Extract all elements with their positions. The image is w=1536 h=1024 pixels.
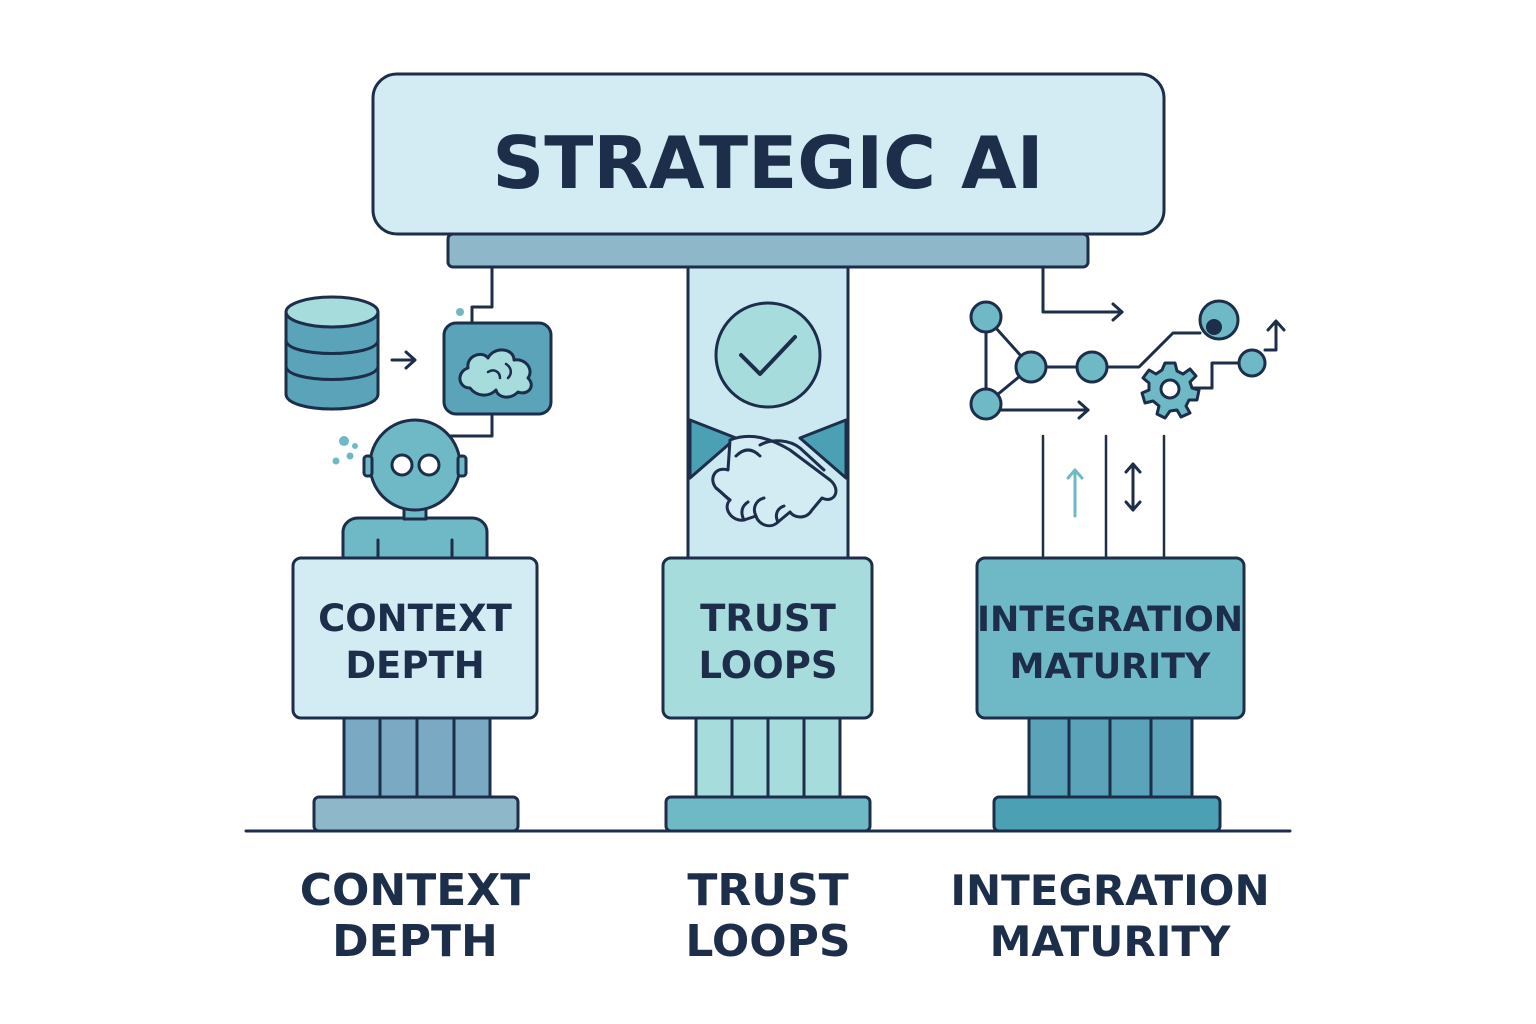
sign-integration-maturity	[975, 556, 1246, 720]
robot-icon	[341, 418, 489, 562]
check-circle-icon	[714, 301, 822, 409]
pillar-context-depth: CONTEXT DEPTH	[291, 556, 539, 833]
sign-context-depth	[291, 556, 539, 720]
sign-integration-maturity-line2: MATURITY	[1010, 647, 1211, 687]
database-icon	[284, 295, 380, 411]
sign-integration-maturity-line1: INTEGRATION	[977, 600, 1243, 640]
sign-context-depth-line2: DEPTH	[345, 644, 484, 687]
caption-trust-loops-line1: TRUST	[687, 865, 848, 916]
arrow-right-icon	[390, 350, 417, 370]
pillar-integration-maturity: INTEGRATION MATURITY	[975, 556, 1246, 833]
sparkle-dots	[332, 308, 464, 465]
arrow-right-icon	[1041, 265, 1124, 322]
caption-integration-maturity-line2: MATURITY	[990, 917, 1231, 966]
caption-context-depth-line1: CONTEXT	[300, 865, 531, 916]
integration-feed-lines	[1041, 434, 1166, 560]
caption-context-depth-line2: DEPTH	[332, 916, 498, 967]
pillar-trust-loops: TRUST LOOPS	[661, 556, 874, 833]
context-connector-top	[470, 265, 494, 325]
cloud-brain-icon	[442, 321, 553, 416]
bidirectional-arrow-icon	[1124, 462, 1142, 512]
caption-integration-maturity-line1: INTEGRATION	[950, 866, 1269, 915]
gear-icon	[1140, 361, 1201, 420]
caption-trust-loops-line2: LOOPS	[685, 916, 850, 967]
network-nodes-icon	[969, 299, 1286, 421]
title-text: STRATEGIC AI	[492, 121, 1043, 205]
sign-trust-loops-line1: TRUST	[700, 597, 836, 640]
sign-context-depth-line1: CONTEXT	[318, 597, 513, 640]
title-beam	[446, 232, 1090, 269]
up-arrow-icon	[1066, 468, 1084, 518]
context-connector-bottom	[438, 412, 494, 438]
sign-trust-loops-line2: LOOPS	[699, 644, 838, 687]
handshake-icon	[688, 418, 848, 528]
sign-trust-loops	[661, 556, 874, 720]
